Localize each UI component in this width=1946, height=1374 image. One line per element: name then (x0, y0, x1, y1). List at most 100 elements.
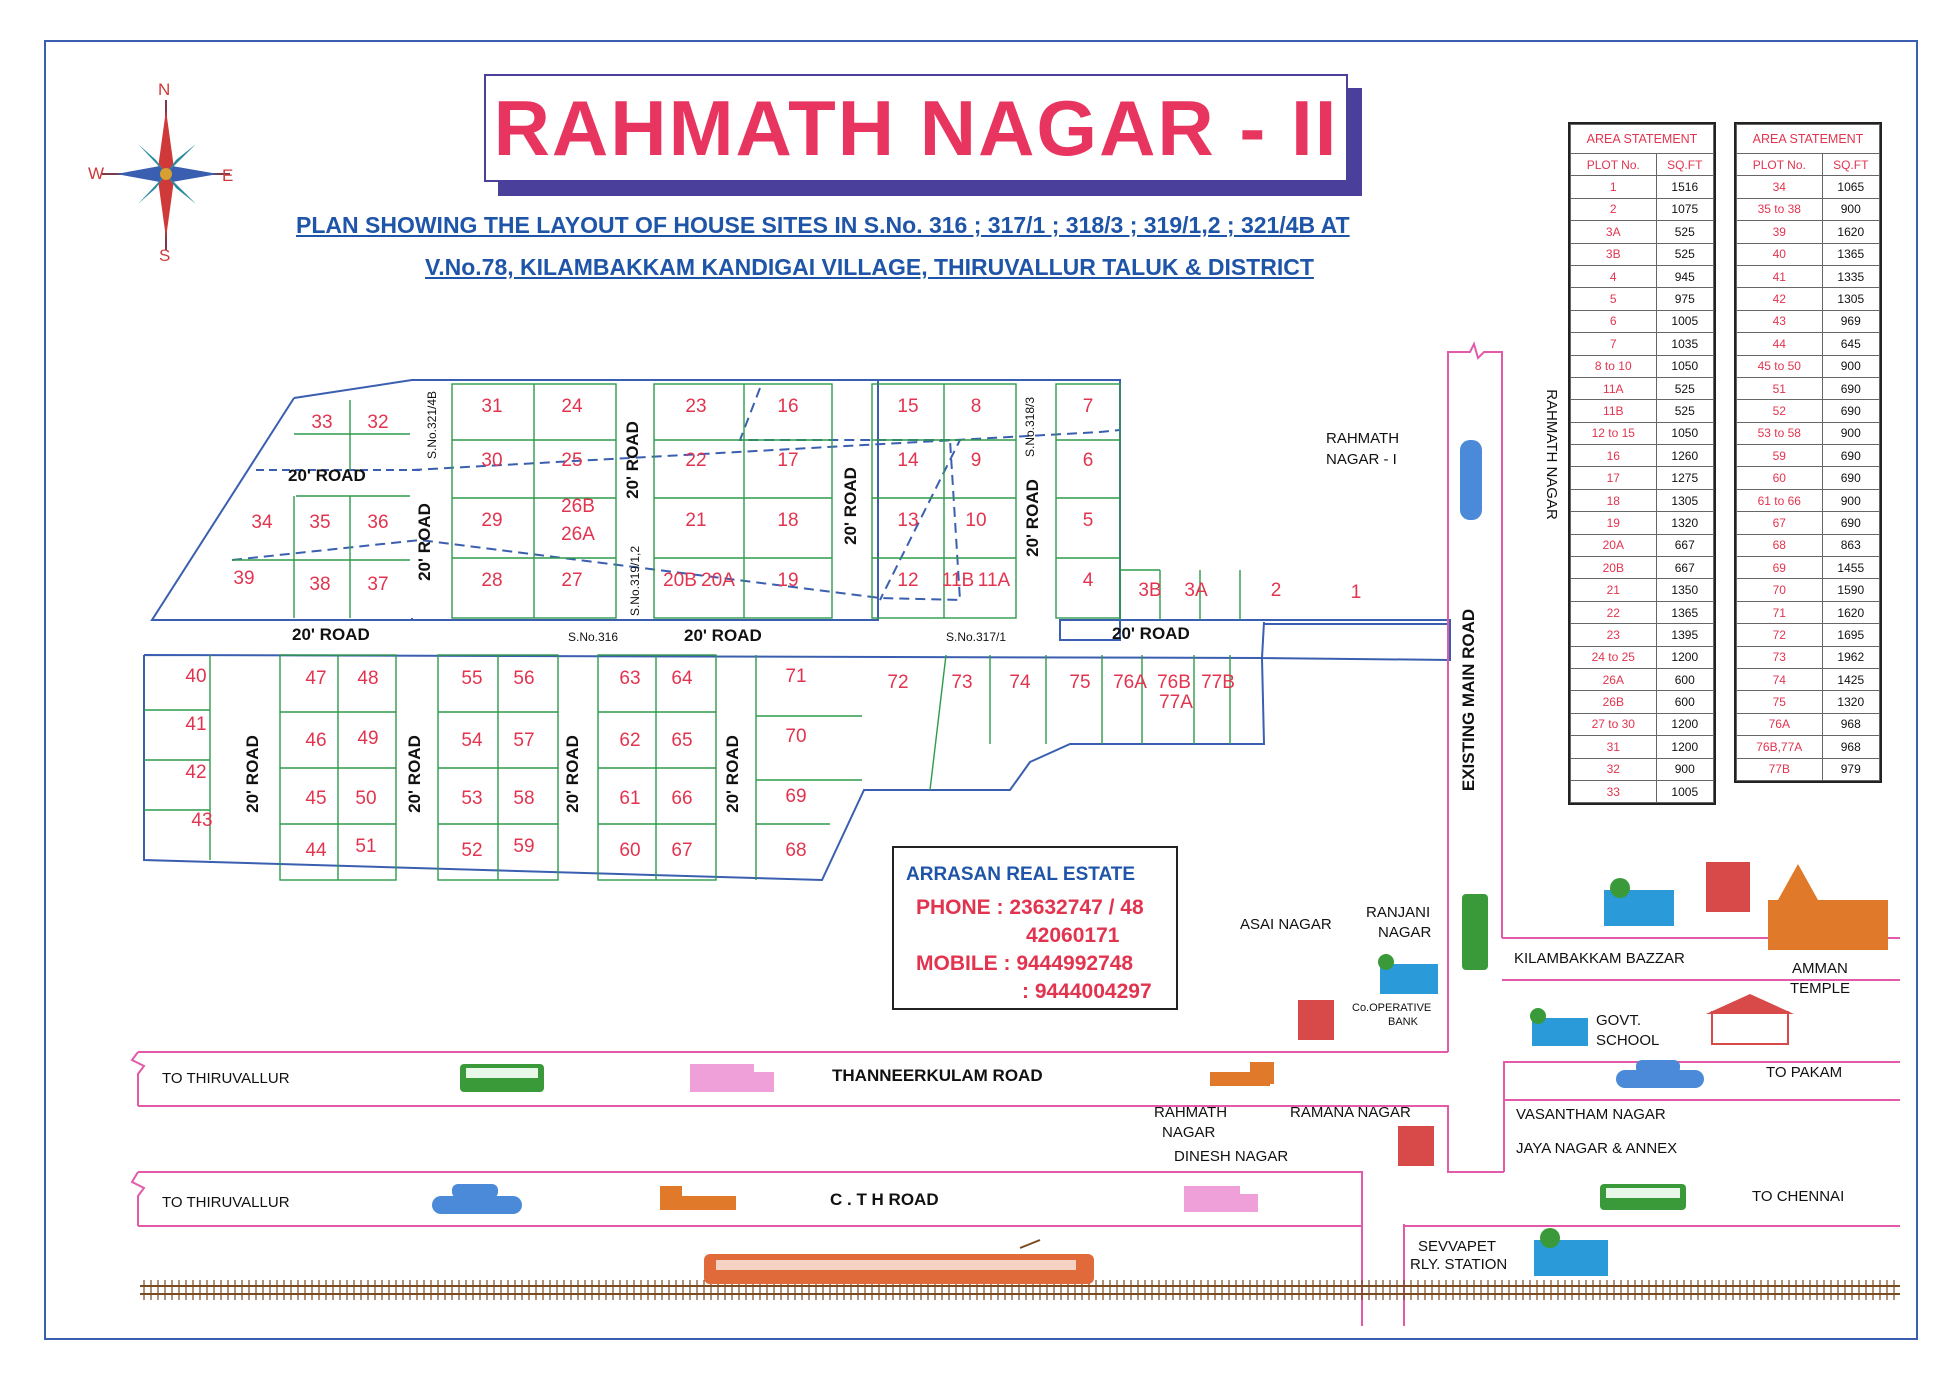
compass-north: N (158, 80, 171, 99)
railway-track (140, 1285, 1900, 1295)
sqft-cell: 1350 (1655, 578, 1715, 602)
plot-number: 53 (461, 788, 482, 809)
plot-number: 51 (355, 836, 376, 857)
place-sevvapet: SEVVAPET (1418, 1238, 1497, 1255)
sqft-cell: 1305 (1655, 488, 1715, 513)
plot-number: 34 (251, 512, 273, 533)
sqft-cell: 690 (1821, 511, 1881, 535)
place-govt-school: SCHOOL (1596, 1032, 1660, 1049)
plot-number-cell: 60 (1736, 466, 1823, 490)
plot-number: 12 (897, 570, 918, 591)
plot-number: 45 (305, 788, 326, 809)
plot-number: 21 (685, 510, 706, 531)
car-2-icon (1616, 1060, 1704, 1088)
mobile-line-1: MOBILE : 9444992748 (916, 952, 1134, 975)
plot-number: 1 (1351, 582, 1362, 603)
plot-number: 2 (1271, 580, 1282, 601)
plot-number: 39 (233, 568, 254, 589)
col-plot-header: PLOT No. (1570, 152, 1657, 177)
sqft-cell: 1695 (1821, 623, 1881, 647)
existing-main-road-label: EXISTING MAIN ROAD (1459, 608, 1479, 792)
place-coop-bank: BANK (1388, 1016, 1418, 1028)
sqft-cell: 1005 (1655, 309, 1715, 334)
plot-number: 58 (513, 788, 534, 809)
building-2-icon (1706, 862, 1750, 912)
place-ranjani-nagar: RANJANI (1366, 904, 1431, 921)
plot-number-cell: 59 (1736, 444, 1823, 468)
plot-number: 66 (671, 788, 692, 809)
train-icon (704, 1239, 1094, 1284)
road-label: 20' ROAD (292, 625, 370, 644)
plot-number: 65 (671, 730, 692, 751)
bus-vertical-icon (1462, 894, 1488, 970)
plot-number: 11A (978, 570, 1011, 591)
cth-road-label: C . T H ROAD (830, 1190, 939, 1209)
plot-number: 30 (481, 450, 502, 471)
company-name: ARRASAN REAL ESTATE (906, 864, 1136, 885)
plot-number: 49 (357, 728, 378, 749)
plot-number: 69 (785, 786, 806, 807)
plot-number: 3A (1184, 580, 1208, 601)
plot-number: 26A (561, 524, 595, 545)
plot-number: 71 (785, 666, 806, 687)
plot-number: 73 (951, 672, 972, 693)
plot-number: 22 (685, 450, 706, 471)
plot-number: 27 (561, 570, 582, 591)
sqft-cell: 645 (1821, 332, 1881, 356)
place-govt-school: GOVT. (1596, 1012, 1642, 1029)
place-dinesh-nagar: DINESH NAGAR (1174, 1148, 1289, 1165)
plot-number-cell: 3B (1570, 242, 1657, 266)
sqft-cell: 969 (1821, 309, 1881, 334)
sqft-cell: 975 (1655, 287, 1715, 311)
contact-box: ARRASAN REAL ESTATE PHONE : 23632747 / 4… (892, 846, 1178, 1010)
sqft-cell: 667 (1655, 533, 1715, 558)
compass-rose-icon (102, 100, 230, 250)
plot-number: 40 (185, 666, 206, 687)
plot-number: 20A (701, 570, 735, 591)
plot-number: 70 (785, 726, 806, 747)
road-label: 20' ROAD (562, 735, 582, 813)
road-label: 20' ROAD (684, 626, 762, 645)
plot-number: 33 (311, 412, 332, 433)
place-ramana-nagar: RAMANA NAGAR (1290, 1104, 1411, 1121)
plot-number: 63 (619, 668, 640, 689)
sqft-cell: 1065 (1821, 175, 1881, 199)
plot-number-cell: 11B (1570, 399, 1657, 423)
phone-line-1: PHONE : 23632747 / 48 (916, 896, 1144, 919)
plot-number: 28 (481, 570, 502, 591)
survey-label-318: S.No.318/3 (1023, 396, 1038, 458)
plot-number: 48 (357, 668, 378, 689)
sqft-cell: 690 (1821, 399, 1881, 423)
plot-number: 15 (897, 396, 918, 417)
house-icon (1706, 994, 1794, 1045)
place-jaya-nagar: JAYA NAGAR & ANNEX (1516, 1140, 1678, 1157)
bank-icon (1378, 954, 1438, 994)
truck-pink-icon (690, 1064, 774, 1092)
plot-number: 36 (367, 512, 388, 533)
shop-2-icon (1398, 1126, 1434, 1166)
plot-number-cell: 16 (1570, 444, 1657, 468)
plot-number: 35 (309, 512, 330, 533)
sqft-cell: 690 (1821, 376, 1881, 401)
subtitle-line-1: PLAN SHOWING THE LAYOUT OF HOUSE SITES I… (296, 212, 1350, 238)
plot-number: 50 (355, 788, 376, 809)
plot-number: 77A (1159, 692, 1193, 713)
plot-number-cell: 3A (1570, 220, 1657, 244)
sqft-cell: 1200 (1655, 645, 1715, 669)
